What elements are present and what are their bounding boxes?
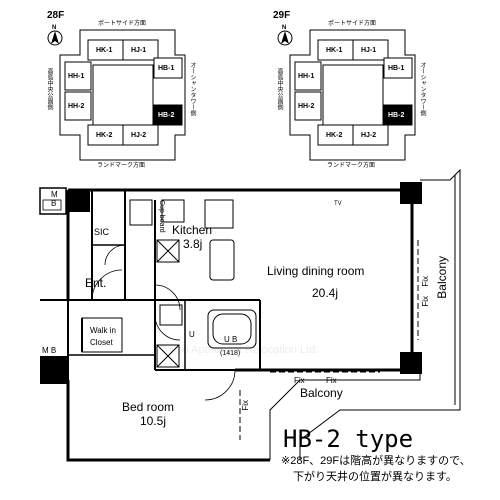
key-plan-side-right: オーシャンタワー側: [419, 62, 425, 116]
walk-in-closet-label: Walk in: [90, 326, 116, 335]
key-plan-unit-hb1: HB-1: [158, 65, 175, 72]
bedroom-label: Bed room: [122, 400, 175, 414]
balcony-bottom-label: Balcony: [300, 386, 343, 400]
key-plan-unit-hh2: HH-2: [68, 103, 85, 110]
meter-box-label: M B: [51, 190, 58, 208]
tv-label: TV: [334, 201, 342, 207]
kitchen-label: Kitchen: [172, 223, 213, 237]
fix-window-label: Fix: [241, 400, 250, 411]
ceiling-note-line2: 下がり天井の位置が異なります。: [293, 471, 457, 483]
watermark: Tokyo Apartment Relocation Ltd.: [160, 344, 319, 356]
ceiling-note-line1: ※28F、29Fは階高が異なりますので、: [281, 455, 471, 467]
key-plan-side-bottom: ランドマーク方面: [97, 163, 146, 169]
living-room-area: 20.4j: [312, 286, 339, 300]
key-plan-unit-hk2: HK-2: [96, 132, 113, 139]
key-plan-side-left: 高島中央公園側: [46, 68, 52, 110]
key-plan-side-right: オーシャンタワー側: [189, 62, 195, 116]
kitchen-area: 3.8j: [183, 237, 203, 251]
key-plan-floor-label: 28F: [47, 10, 65, 21]
unit-bath-size: (1418): [220, 350, 241, 357]
balcony-right-label: Balcony: [435, 256, 449, 299]
key-plan-unit-hb2: HB-2: [158, 112, 175, 119]
north-arrow-29f: [277, 30, 293, 46]
unit-type-title: HB-2 type: [283, 425, 414, 453]
key-plan-unit-hh1: HH-1: [68, 73, 85, 80]
key-plan-unit-hh1: HH-1: [298, 73, 315, 80]
north-arrow-28f: [47, 30, 63, 46]
structural-columns: [40, 182, 422, 384]
north-label: N: [52, 25, 57, 31]
fix-window-label: Fix: [294, 376, 305, 385]
living-room-label: Living dining room: [267, 264, 365, 278]
fix-window-label: Fix: [326, 376, 337, 385]
unit-walls: [40, 168, 461, 462]
bedroom-area: 10.5j: [140, 414, 167, 428]
key-plan-unit-hj2: HJ-2: [131, 132, 147, 139]
key-plan-side-left: 高島中央公園側: [276, 68, 282, 110]
key-plan-unit-hb1: HB-1: [388, 65, 405, 72]
key-plan-unit-hj2: HJ-2: [361, 132, 377, 139]
meter-box-label: M B: [42, 346, 57, 355]
key-plan-unit-hh2: HH-2: [298, 103, 315, 110]
north-label: N: [282, 25, 287, 31]
key-plan-floor-label: 29F: [273, 10, 291, 21]
key-plan-unit-hj1: HJ-1: [361, 47, 377, 54]
key-plan-28f-outline: [59, 29, 186, 161]
key-plan-unit-hk2: HK-2: [326, 132, 343, 139]
key-plan-side-top: ポートサイド方面: [98, 21, 147, 27]
walk-in-closet-label: Closet: [90, 338, 113, 347]
cup-board-label: Cup board: [158, 200, 165, 233]
key-plan-unit-hk1: HK-1: [96, 47, 113, 54]
key-plan-unit-hj1: HJ-1: [131, 47, 147, 54]
key-plan-side-bottom: ランドマーク方面: [327, 163, 376, 169]
key-plan-side-top: ポートサイド方面: [328, 21, 377, 27]
meter-box-top: [39, 187, 67, 215]
key-plan-unit-hk1: HK-1: [326, 47, 343, 54]
fix-window-label: Fix: [421, 276, 430, 287]
unit-bath-label: U B: [224, 335, 238, 344]
key-plan-unit-hb2: HB-2: [388, 112, 405, 119]
entrance-label: Ent.: [85, 276, 107, 290]
sic-label: SIC: [94, 227, 110, 237]
fix-window-label: Fix: [421, 296, 430, 307]
toilet-label: U: [189, 330, 195, 339]
key-plan-29f-outline: [289, 29, 416, 161]
